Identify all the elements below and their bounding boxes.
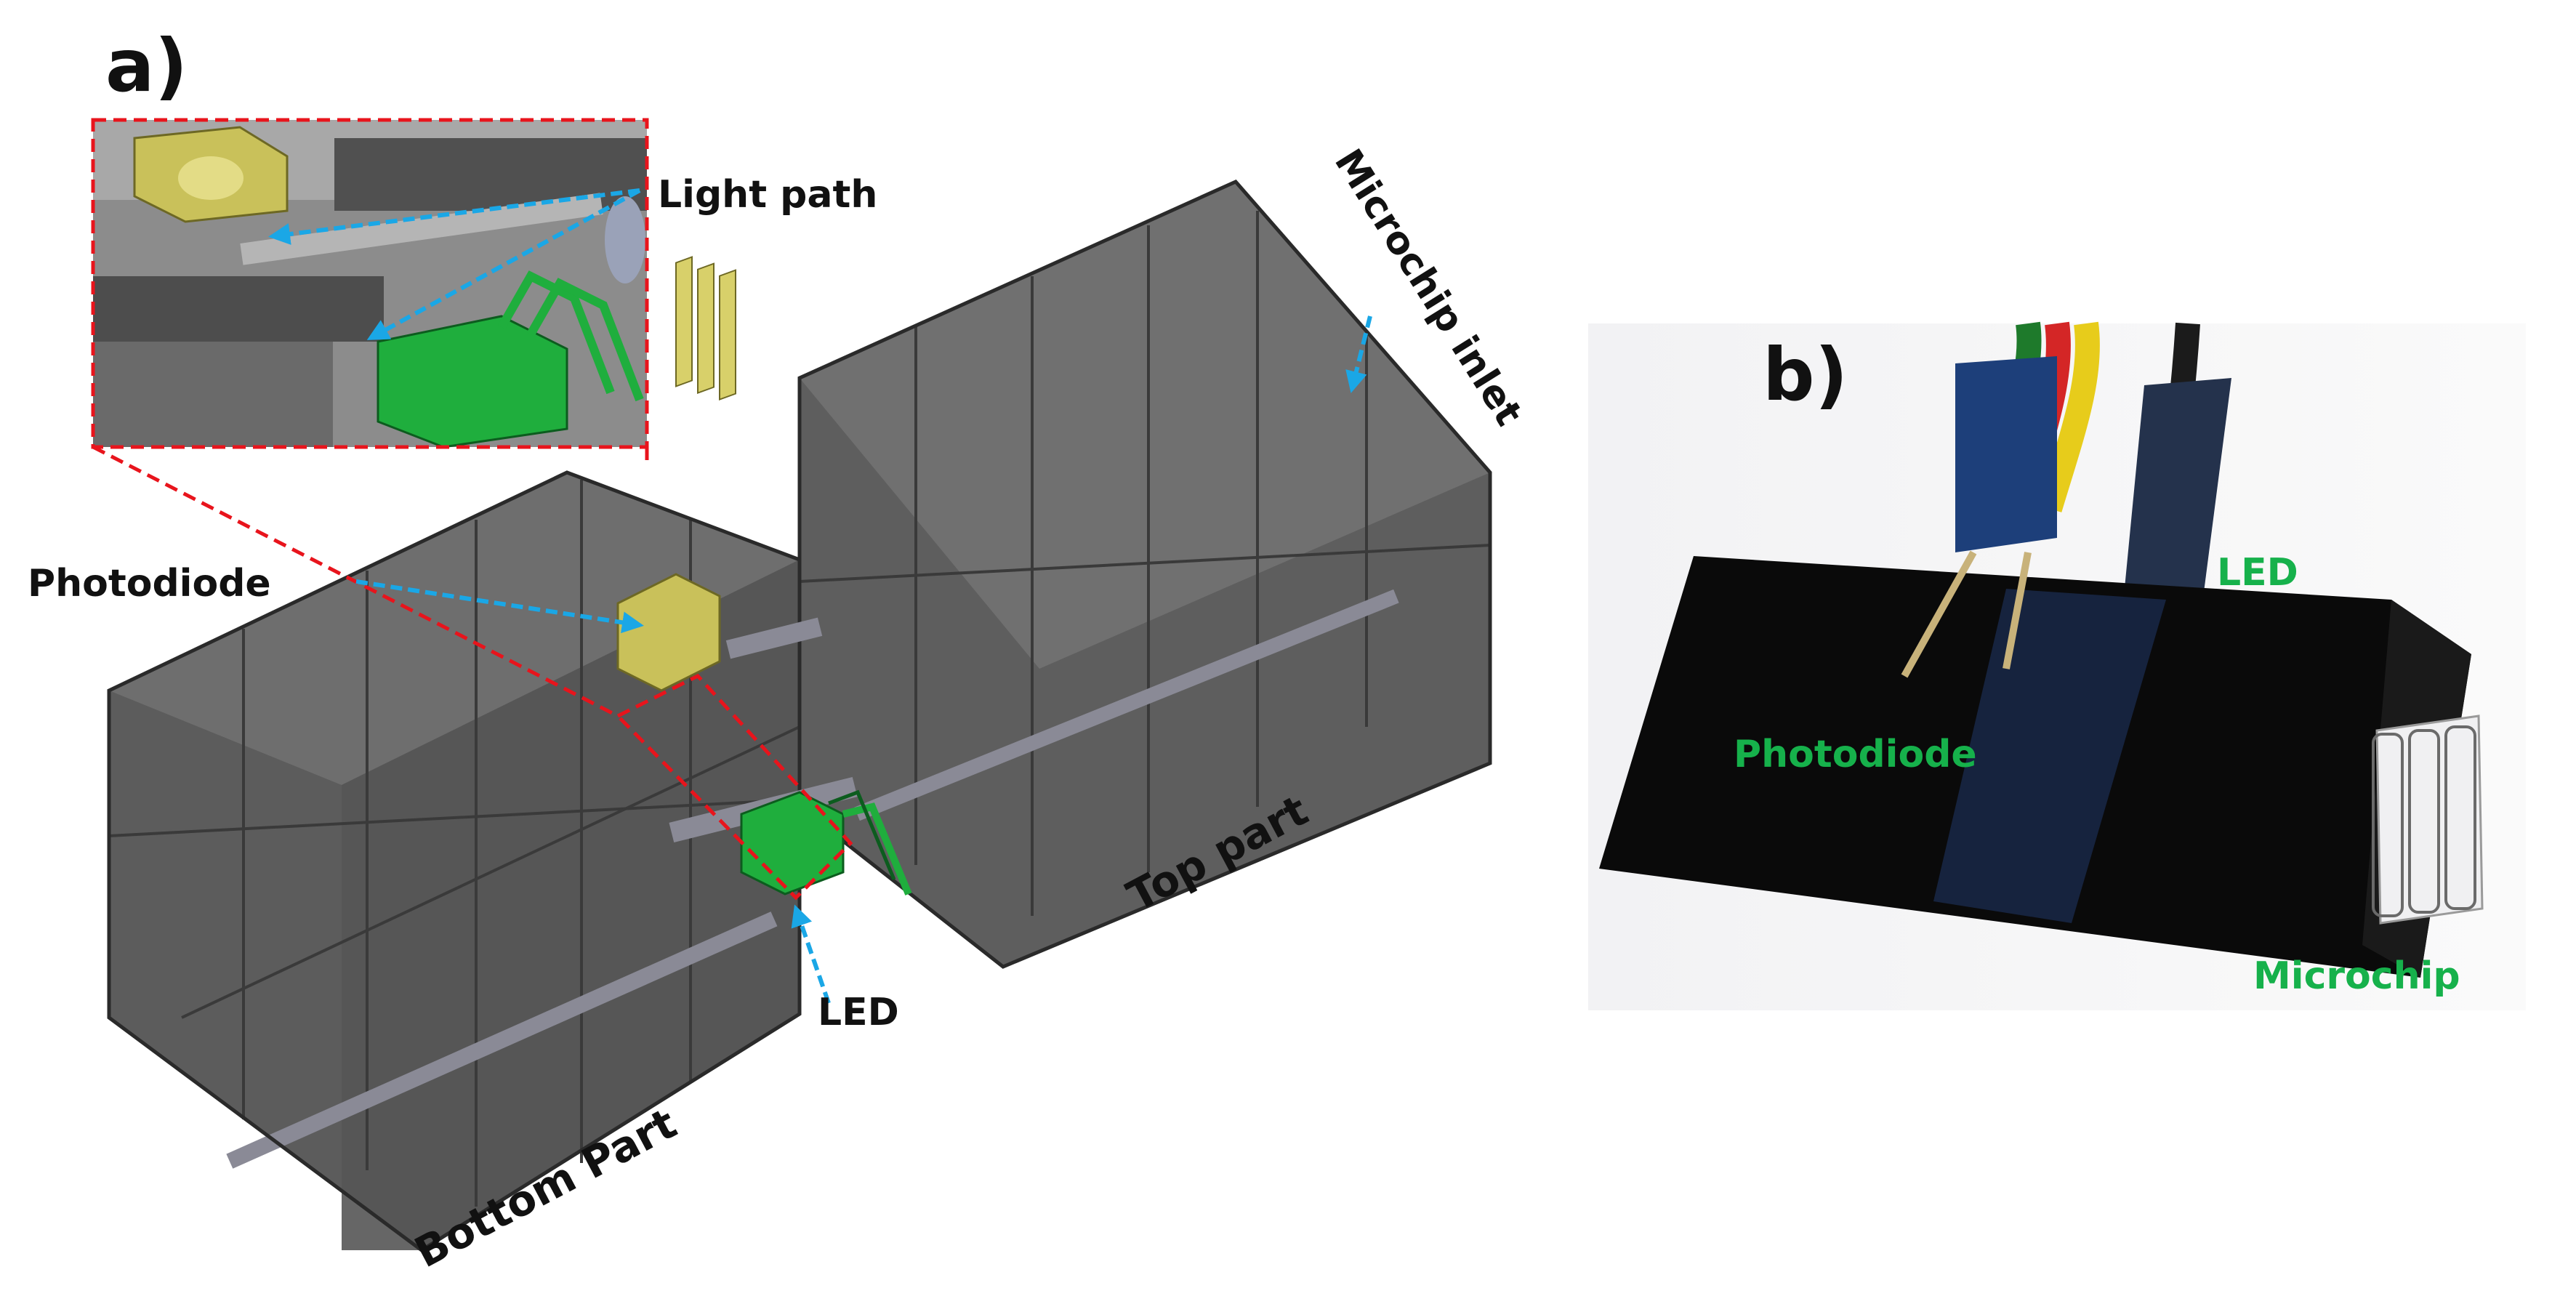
zoom-projection-lines: [92, 445, 853, 901]
panel-a: a) Light path Microchip inlet Photodiode…: [28, 23, 1531, 1277]
panel-b: b) LED Photodiode Microchip: [1588, 321, 2526, 1010]
panel-a-label: a): [105, 23, 188, 108]
photo-microchip-label: Microchip: [2253, 954, 2460, 998]
panel-b-label: b): [1763, 332, 1848, 417]
photo-photodiode-label: Photodiode: [1734, 733, 1977, 776]
tape-right: [2122, 378, 2231, 611]
annotation-arrows: [268, 188, 1372, 1004]
light-path-label: Light path: [658, 173, 877, 217]
component-leads: [1901, 550, 2032, 678]
photo-led-label: LED: [2217, 551, 2298, 595]
led-label: LED: [818, 991, 899, 1034]
connector-rod-upper: [725, 617, 823, 659]
tape-left: [1955, 356, 2057, 552]
microchip-device: [2372, 715, 2484, 925]
photodiode-component: [616, 256, 736, 692]
zoom-inset: [91, 118, 649, 449]
top-part-block: [797, 179, 1492, 969]
photodiode-label: Photodiode: [28, 562, 271, 605]
